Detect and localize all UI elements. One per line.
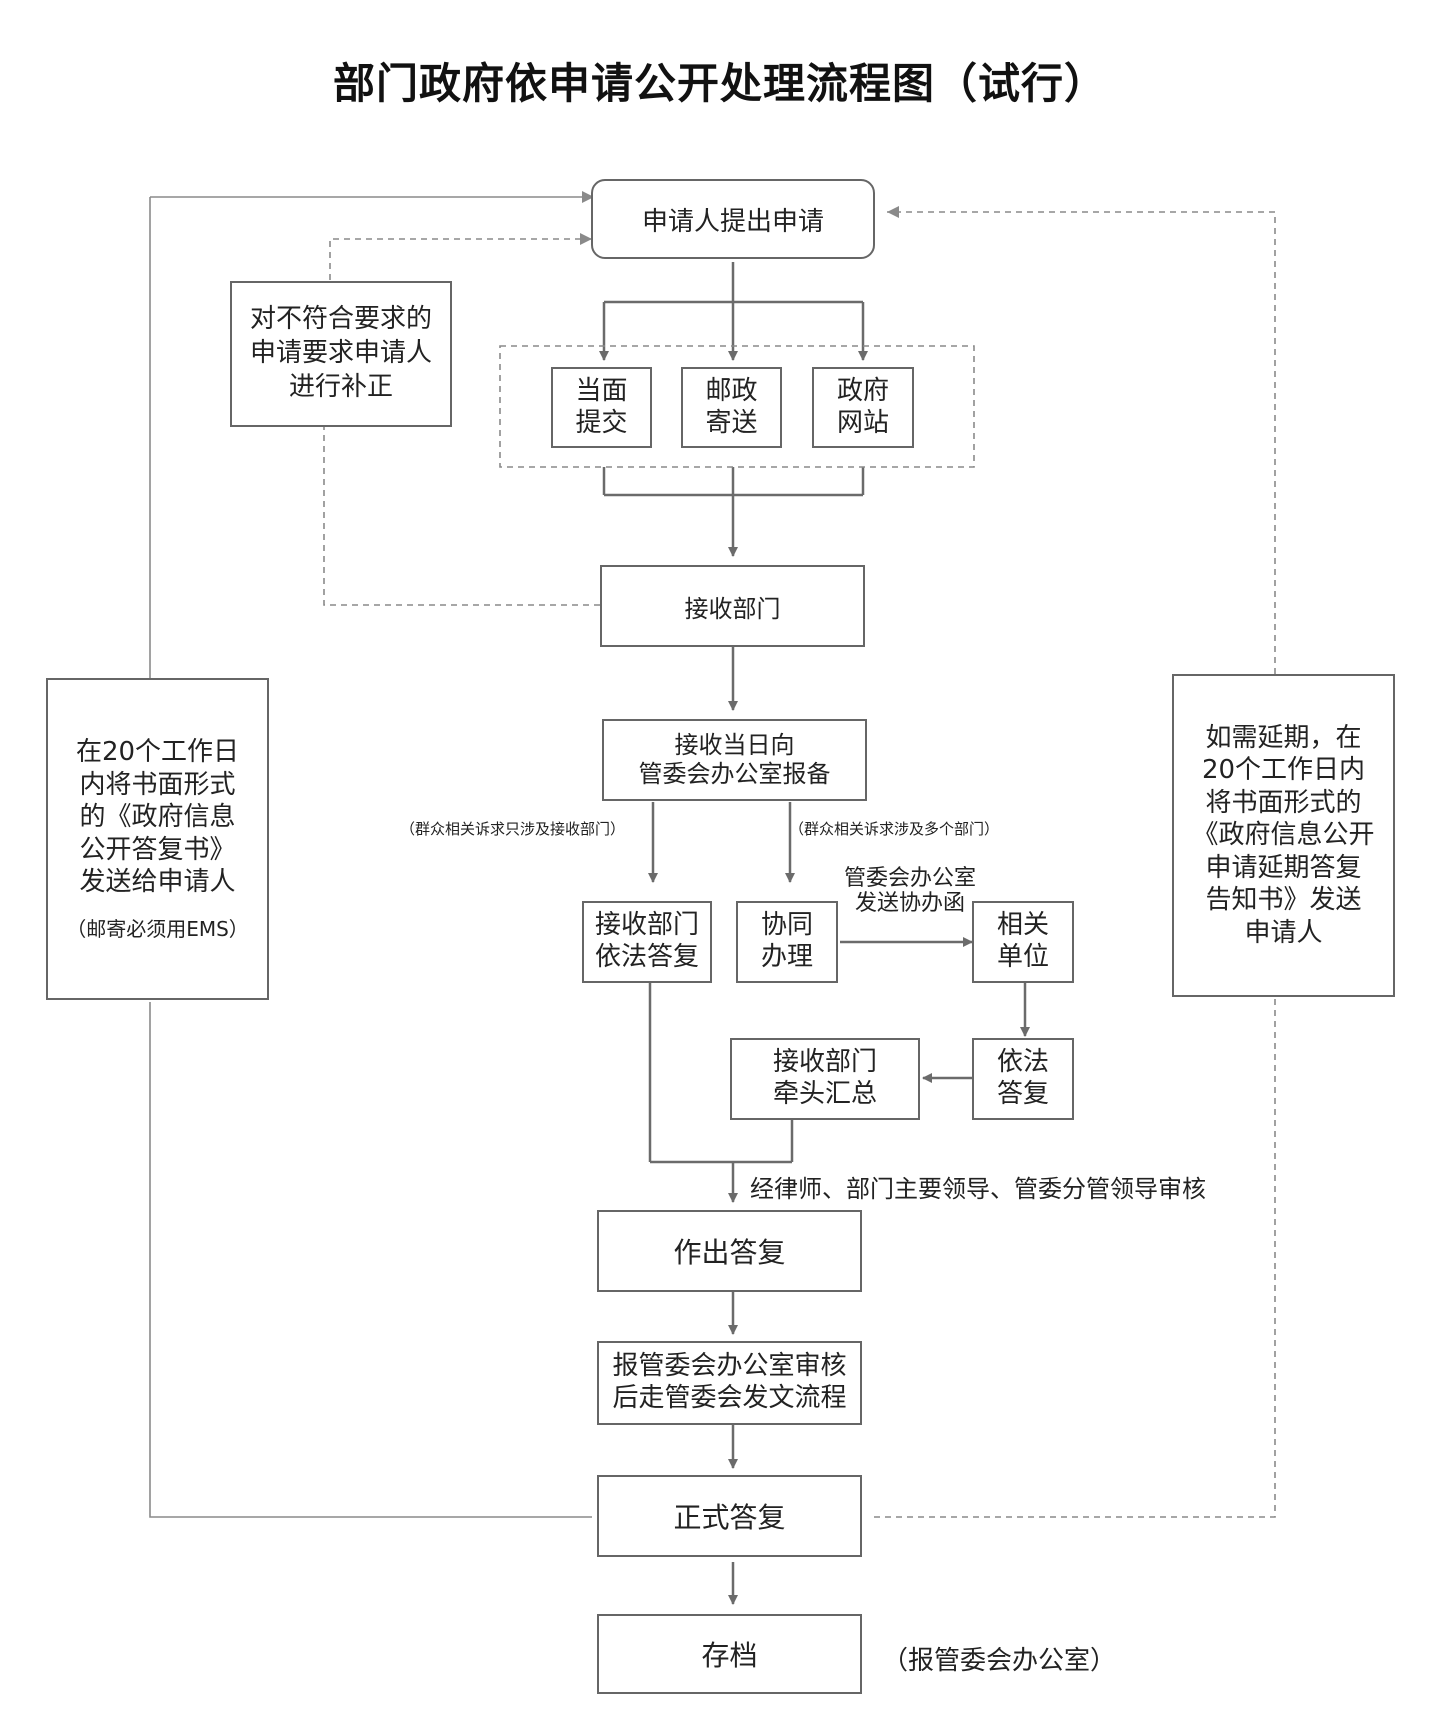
lawful-reply-node-label: 依法 答复 — [996, 1047, 1049, 1109]
receiving-dept-node: 接收部门 — [600, 565, 865, 647]
report-node: 接收当日向 管委会办公室报备 — [602, 719, 867, 801]
lead-summary-node-label: 接收部门 牵头汇总 — [772, 1047, 877, 1109]
archive-node-label: 存档 — [701, 1639, 758, 1672]
coordinate-node: 协同 办理 — [736, 901, 838, 983]
lead-summary-node: 接收部门 牵头汇总 — [730, 1038, 920, 1120]
dept-reply-node: 接收部门 依法答复 — [582, 901, 712, 983]
left-note-node: 在20个工作日 内将书面形式 的《政府信息 公开答复书》 发送给申请人 （邮寄必… — [46, 678, 269, 1000]
send-letter-label: 管委会办公室 发送协办函 — [843, 866, 976, 917]
left-note-sub: （邮寄必须用EMS） — [66, 916, 249, 941]
dept-reply-node-label: 接收部门 依法答复 — [594, 910, 699, 972]
make-reply-node: 作出答复 — [597, 1210, 862, 1292]
page-title: 部门政府依申请公开处理流程图（试行） — [332, 59, 1107, 108]
related-unit-node: 相关 单位 — [972, 901, 1074, 983]
postal-node: 邮政 寄送 — [681, 367, 782, 448]
apply-node-label: 申请人提出申请 — [641, 206, 824, 237]
coordinate-node-label: 协同 办理 — [760, 910, 813, 972]
right-note-text: 如需延期，在 20个工作日内 将书面形式的 《政府信息公开 申请延期答复 告知书… — [1192, 722, 1375, 948]
multi-dept-label: （群众相关诉求涉及多个部门） — [789, 820, 1000, 838]
in-person-node: 当面 提交 — [551, 367, 652, 448]
review-label: 经律师、部门主要领导、管委分管领导审核 — [750, 1175, 1206, 1203]
website-node: 政府 网站 — [812, 367, 914, 448]
report-node-label: 接收当日向 管委会办公室报备 — [638, 730, 831, 788]
archive-node: 存档 — [597, 1614, 862, 1694]
lawful-reply-node: 依法 答复 — [972, 1038, 1074, 1120]
website-node-label: 政府 网站 — [836, 375, 889, 438]
in-person-node-label: 当面 提交 — [575, 375, 628, 438]
postal-node-label: 邮政 寄送 — [705, 375, 758, 438]
submit-review-node-label: 报管委会办公室审核 后走管委会发文流程 — [612, 1351, 847, 1413]
receiving-dept-node-label: 接收部门 — [684, 594, 781, 623]
supplement-node-label: 对不符合要求的申请要求申请人进行补正 — [249, 304, 432, 402]
right-note-node: 如需延期，在 20个工作日内 将书面形式的 《政府信息公开 申请延期答复 告知书… — [1172, 674, 1395, 997]
formal-reply-node-label: 正式答复 — [673, 1501, 786, 1534]
make-reply-node-label: 作出答复 — [673, 1236, 786, 1269]
supplement-node: 对不符合要求的申请要求申请人进行补正 — [230, 281, 452, 427]
archive-note-label: （报管委会办公室） — [882, 1646, 1117, 1676]
single-dept-label: （群众相关诉求只涉及接收部门） — [400, 820, 626, 838]
apply-node: 申请人提出申请 — [591, 179, 875, 259]
submit-review-node: 报管委会办公室审核 后走管委会发文流程 — [597, 1341, 862, 1425]
formal-reply-node: 正式答复 — [597, 1475, 862, 1557]
left-note-text: 在20个工作日 内将书面形式 的《政府信息 公开答复书》 发送给申请人 — [75, 737, 240, 898]
related-unit-node-label: 相关 单位 — [996, 910, 1049, 972]
